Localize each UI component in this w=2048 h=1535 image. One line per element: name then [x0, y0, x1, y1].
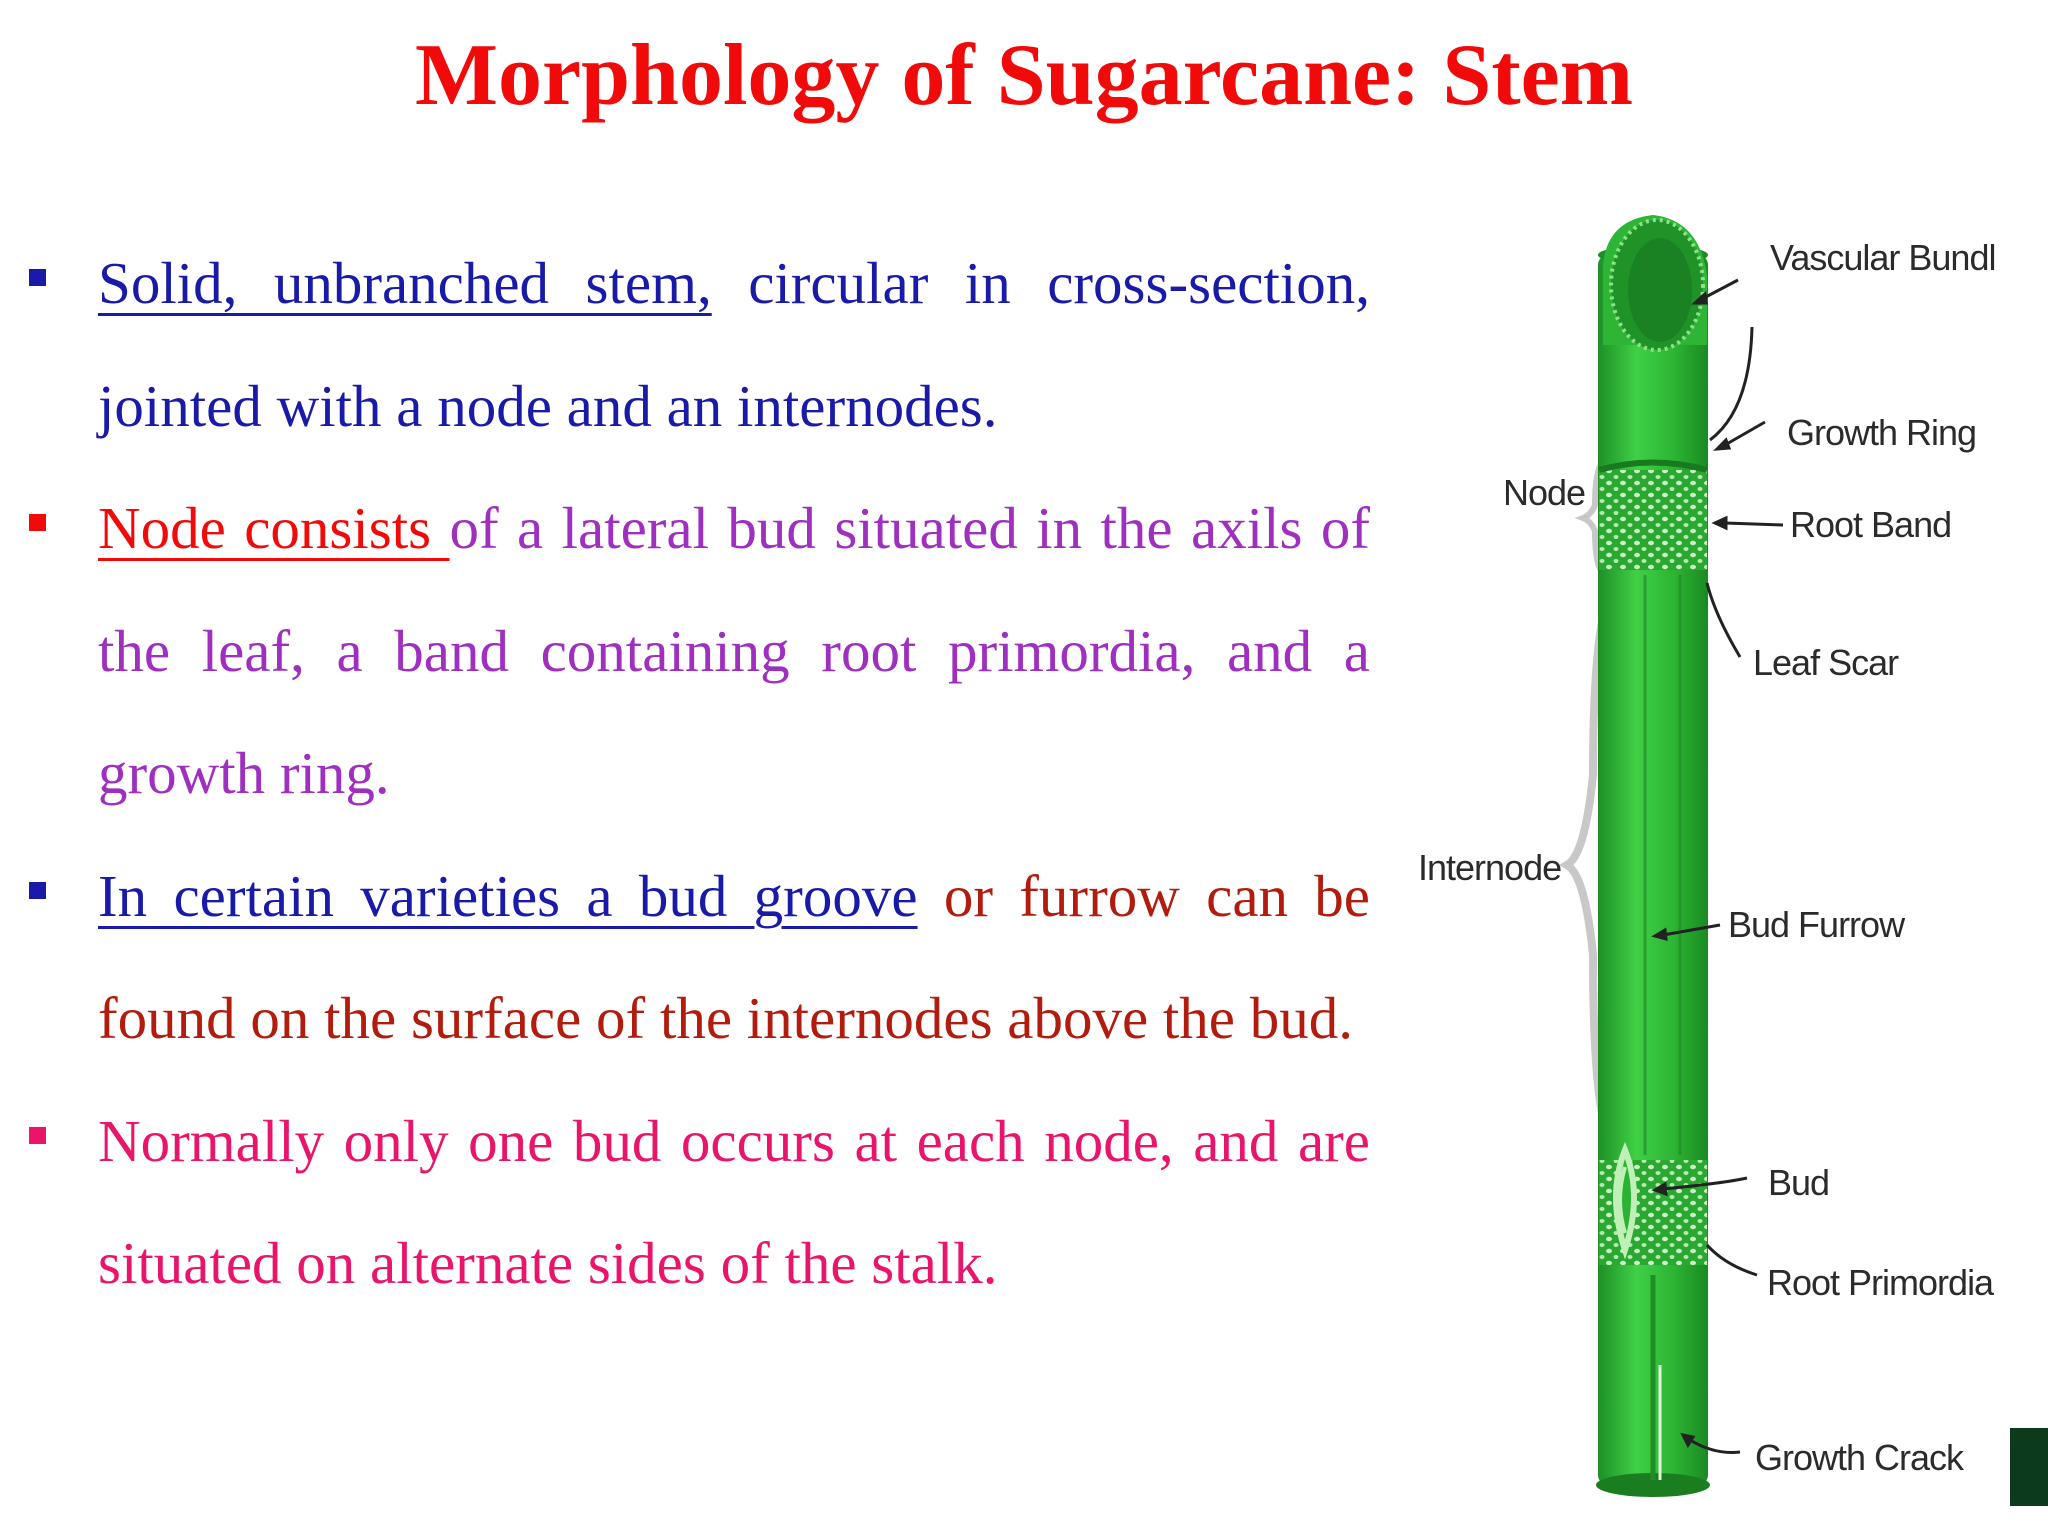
stem — [1596, 215, 1710, 1497]
label-root-band: Root Band — [1790, 504, 1951, 545]
corner-tab — [2010, 1428, 2048, 1506]
internode-brace — [1558, 576, 1623, 1154]
label-leaf-scar: Leaf Scar — [1753, 642, 1899, 683]
label-bud: Bud — [1768, 1162, 1829, 1203]
bullet-square-icon — [29, 881, 46, 899]
label-bud-furrow: Bud Furrow — [1728, 904, 1906, 945]
bullet-text: or furrow can be found on the surface of… — [98, 862, 1370, 1052]
bullet-item: Node consists of a lateral bud situated … — [0, 467, 1370, 835]
label-node: Node — [1503, 472, 1585, 513]
bullet-text: of a lateral bud situated in the axils o… — [98, 495, 1370, 806]
leader-lines — [1651, 278, 1784, 1454]
bullet-underlined-text: In certain varieties a bud groove — [98, 862, 918, 929]
bullet-square-icon — [29, 1126, 46, 1144]
node-brace — [1574, 457, 1607, 578]
bullet-text: circular in cross-section, jointed with … — [98, 250, 1370, 439]
sugarcane-stem-diagram: Vascular Bundles Growth Ring Root Band L… — [1418, 215, 1995, 1497]
label-vascular-bundles: Vascular Bundles — [1770, 237, 1995, 278]
bullet-item: In certain varieties a bud groove or fur… — [0, 835, 1370, 1080]
bullet-item: Solid, unbranched stem, circular in cros… — [0, 222, 1370, 467]
bullet-underlined-text: Solid, unbranched stem, — [98, 250, 712, 316]
bullet-list: Solid, unbranched stem, circular in cros… — [0, 222, 1370, 1325]
slide-title: Morphology of Sugarcane: Stem — [414, 27, 1634, 124]
label-root-primordia: Root Primordia — [1767, 1262, 1995, 1303]
label-internode: Internode — [1418, 847, 1561, 888]
bullet-text: Normally only one bud occurs at each nod… — [98, 1107, 1370, 1297]
bullet-square-icon — [29, 269, 46, 286]
label-growth-ring: Growth Ring — [1787, 412, 1976, 453]
bullet-underlined-text: Node consists — [98, 495, 450, 561]
label-growth-crack: Growth Crack — [1755, 1437, 1965, 1478]
bullet-item: Normally only one bud occurs at each nod… — [0, 1080, 1370, 1325]
bullet-square-icon — [29, 514, 46, 531]
